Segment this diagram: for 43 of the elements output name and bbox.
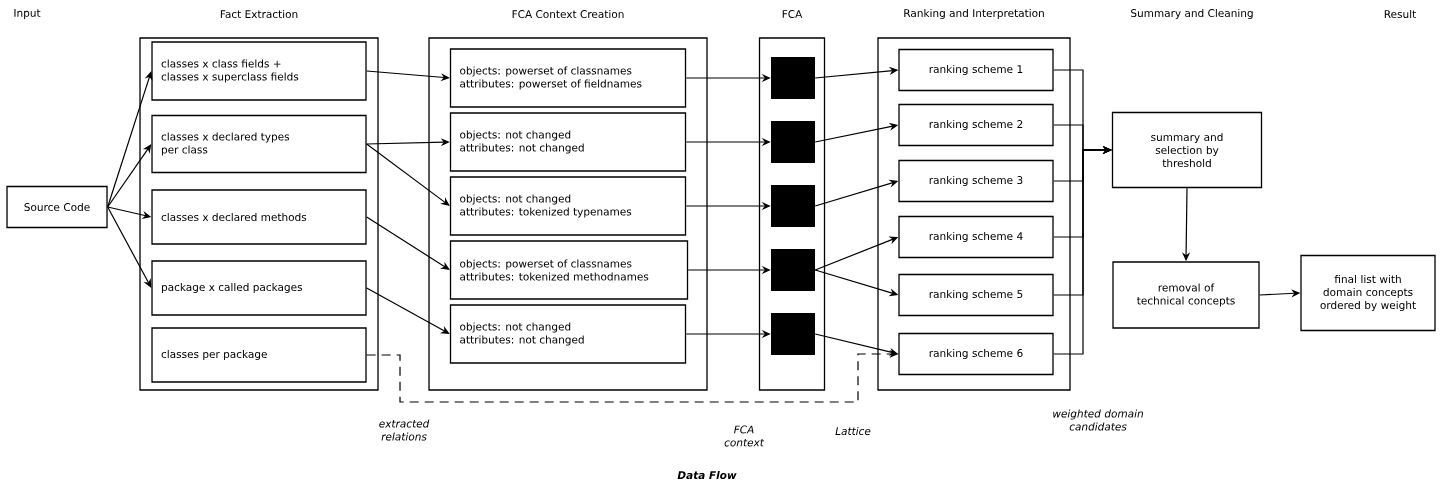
process-box: objects: not changed attributes: not changed — [449, 304, 687, 364]
arrow — [107, 144, 152, 208]
filled-square — [771, 121, 815, 163]
arrow — [366, 143, 450, 206]
arrow — [107, 71, 153, 208]
process-box: package x called packages — [151, 260, 367, 316]
process-box: ranking scheme 5 — [898, 273, 1054, 317]
process-box: removal of technical concepts — [1112, 261, 1260, 329]
process-box: objects: not changed attributes: not changed — [449, 112, 687, 172]
process-box: ranking scheme 3 — [898, 159, 1054, 203]
stage-label: extracted relations — [379, 419, 430, 441]
process-box: ranking scheme 1 — [898, 48, 1054, 92]
stage-label: weighted domain candidates — [1053, 409, 1143, 431]
filled-square — [771, 57, 815, 99]
process-box: ranking scheme 2 — [898, 103, 1054, 147]
stage-label: FCA context — [724, 425, 765, 447]
filled-square — [771, 313, 815, 355]
process-box: objects: powerset of classnames attributes: powerset of fieldnames — [449, 48, 687, 108]
stage-label: Input — [14, 9, 41, 19]
process-box: objects: not changed attributes: tokenized typenames — [449, 176, 687, 236]
filled-square — [771, 249, 815, 291]
process-box: objects: powerset of classnames attributes: tokenized methodnames — [449, 240, 689, 300]
process-box: classes per package — [151, 327, 367, 383]
stage-heading: FCA — [782, 10, 803, 18]
filled-square — [771, 185, 815, 227]
input-box: Source Code — [6, 185, 108, 229]
arrow — [366, 216, 450, 270]
caption: Data Flow — [677, 470, 737, 480]
stage-label: Summary and Cleaning — [1131, 8, 1253, 20]
stage-label: Result — [1384, 9, 1416, 19]
process-box: summary and selection by threshold — [1111, 111, 1263, 189]
stage-label: Lattice — [835, 426, 871, 436]
stage-heading: Fact Extraction — [220, 9, 298, 19]
process-box: classes x class fields + classes x superclass fields — [151, 41, 367, 101]
stage-heading: Ranking and Interpretation — [904, 8, 1044, 20]
stage-heading: FCA Context Creation — [512, 9, 624, 19]
process-box: ranking scheme 4 — [898, 215, 1054, 259]
process-box: final list with domain concepts ordered by weight — [1300, 254, 1436, 332]
arrow — [107, 206, 152, 288]
process-box: classes x declared methods — [151, 189, 367, 245]
process-box: ranking scheme 6 — [898, 332, 1054, 376]
arrow — [366, 287, 450, 334]
process-box: classes x declared types per class — [151, 114, 367, 174]
